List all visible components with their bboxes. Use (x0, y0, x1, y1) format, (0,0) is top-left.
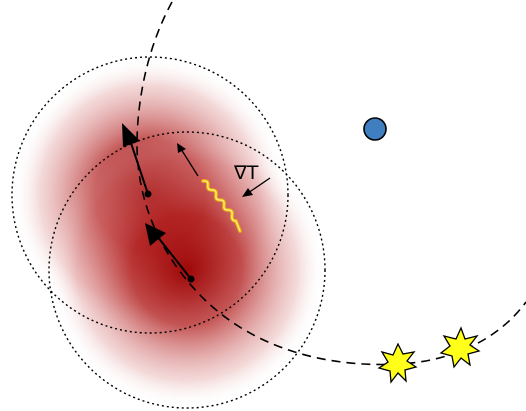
gradient-arrow-down-icon (242, 177, 271, 197)
velocity-arrow-upper (122, 123, 152, 198)
star-icon-right (439, 326, 481, 369)
cloud-upper-outline (11, 56, 289, 334)
wave-icon (201, 179, 242, 233)
velocity-arrow-lower (145, 223, 195, 283)
orbit-path (136, 1, 526, 366)
gradient-arrow-up-icon (177, 143, 199, 177)
gradient-label: ∇T (233, 162, 259, 184)
star-icon-left (377, 342, 418, 384)
planet-icon (363, 117, 387, 141)
cloud-lower (49, 132, 325, 408)
cloud-lower-outline (48, 131, 326, 409)
